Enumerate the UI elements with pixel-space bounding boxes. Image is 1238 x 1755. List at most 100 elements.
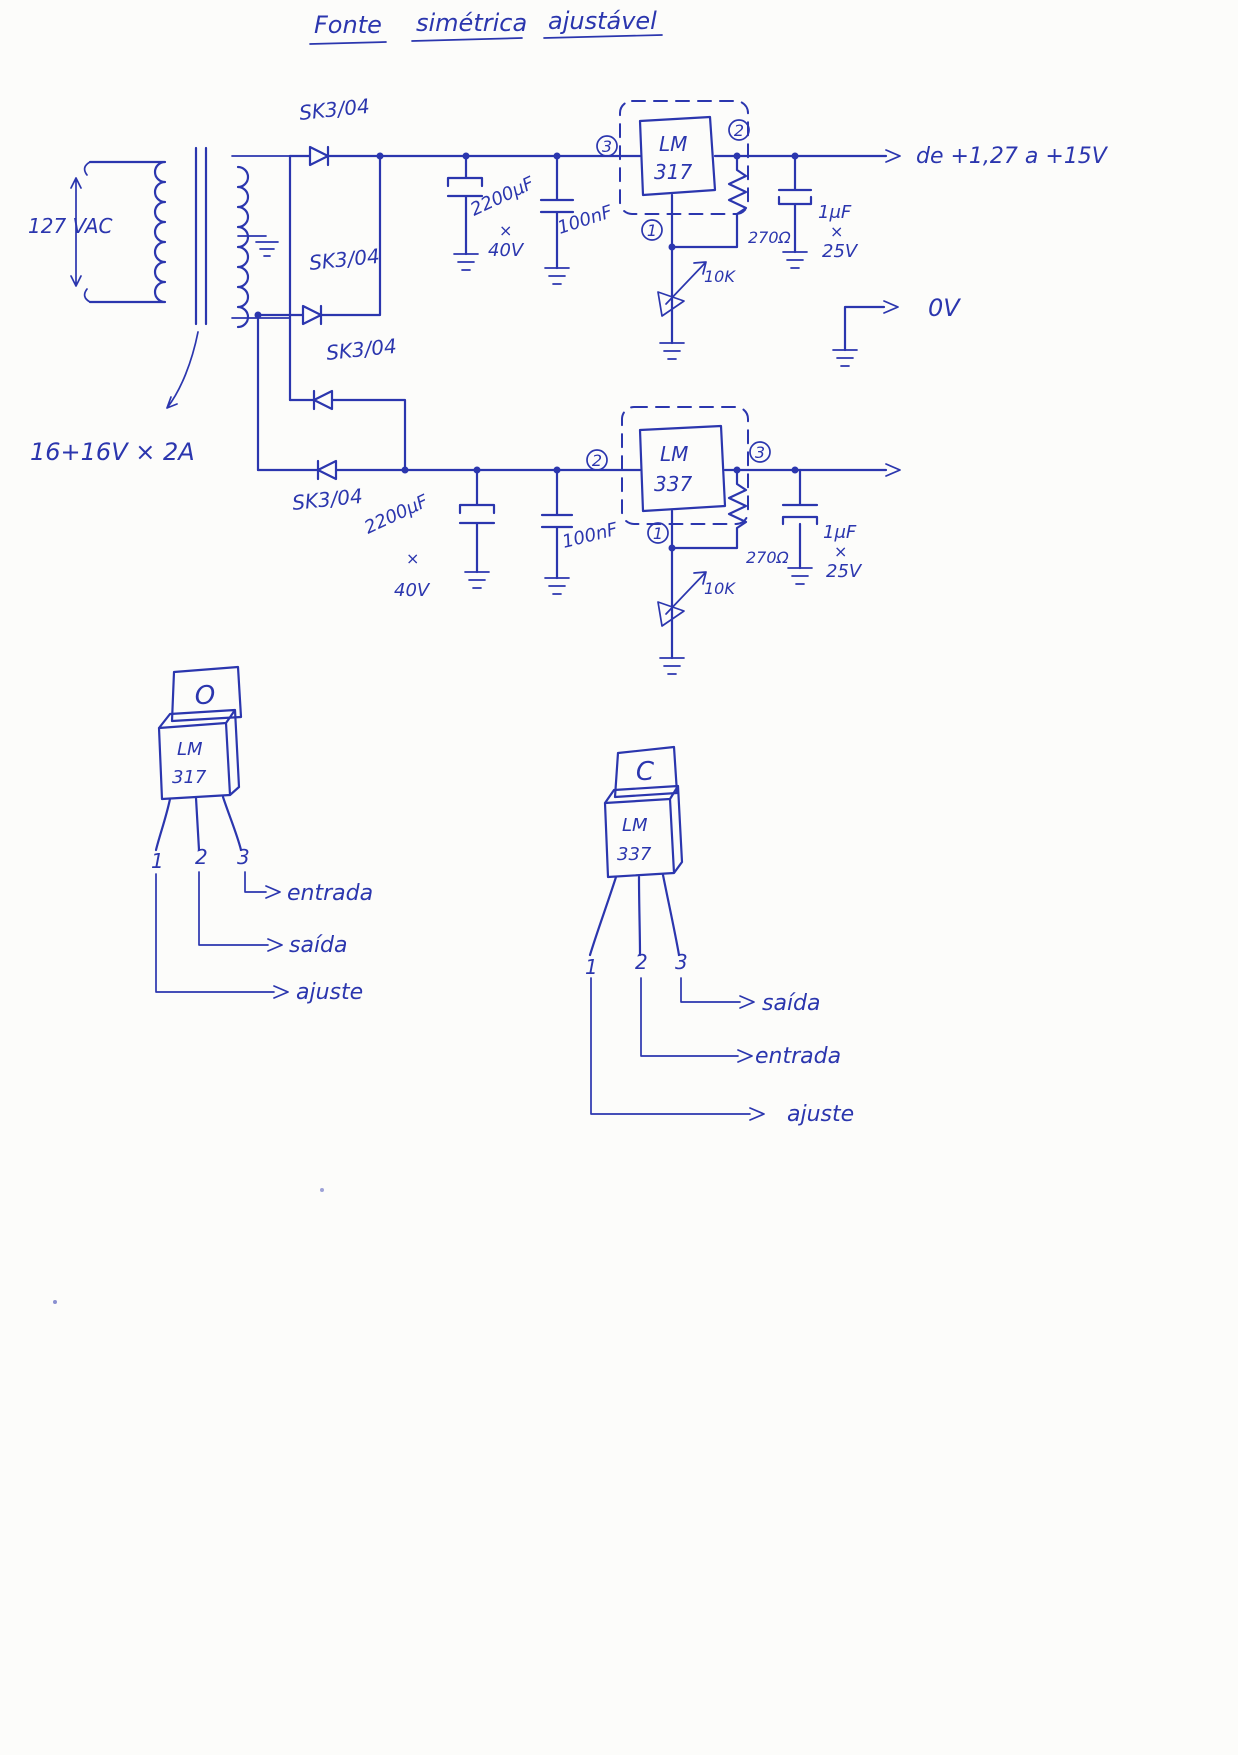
lm317-body-line1: LM (177, 739, 203, 760)
regulator-dashed-outline (619, 100, 749, 215)
title-word-1: Fonte (314, 11, 382, 39)
title-underline (309, 34, 663, 45)
electrolytic-capacitor-icon (458, 468, 496, 574)
electrolytic-capacitor-icon (446, 154, 484, 256)
neg-filter-cap-times: × (406, 549, 419, 568)
neg-pin-adj: 1 (653, 524, 663, 543)
junction-dots (254, 152, 799, 552)
neg-pin-out: 3 (755, 443, 765, 462)
lm337-body-line1: LM (622, 815, 648, 836)
neg-regulator-lm337: LM 337 2 3 1 (586, 406, 888, 550)
zero-volt-label: 0V (928, 294, 961, 322)
zero-volt-wire (843, 305, 886, 352)
ground-icon (544, 577, 570, 595)
neg-bypass-capacitor: 100nF (540, 468, 620, 595)
electrolytic-capacitor-icon (781, 468, 819, 570)
secondary-pointer-arrow-icon (166, 331, 199, 409)
output-arrow-icon (885, 149, 901, 163)
pin2-pointer-arrow-icon (640, 977, 753, 1063)
diode-icon-d4 (256, 459, 407, 481)
pos-pin-out-circle (728, 119, 750, 141)
neg-reg-name-line2: 337 (654, 472, 692, 496)
neg-potentiometer: 10K (657, 546, 736, 675)
transformer-secondary-coil (236, 165, 250, 329)
pos-filter-cap-volt: 40V (488, 240, 525, 261)
primary-voltage-label: 127 VAC (28, 214, 113, 238)
pos-potentiometer: 10K (657, 245, 736, 360)
potentiometer-icon (657, 261, 707, 317)
pos-out-cap-times: × (830, 222, 843, 241)
pos-bypass-capacitor: 100nF (539, 154, 616, 285)
pos-filter-capacitor: 2200μF × 40V (446, 154, 538, 271)
neg-filter-capacitor: 2200μF × 40V (361, 468, 496, 601)
package-tab (613, 745, 679, 799)
pos-output-capacitor: 1μF × 25V (777, 154, 859, 269)
pos-pin-out: 2 (734, 121, 744, 140)
package-body (157, 708, 241, 801)
transformer-primary-coil (88, 160, 167, 304)
pos-filter-cap-value: 2200μF (467, 173, 538, 221)
lm337-pin2-number: 2 (635, 950, 648, 974)
pos-pin-adj: 1 (647, 221, 657, 240)
positive-rail: 2200μF × 40V 100nF LM 317 3 2 1 270Ω (378, 100, 1109, 367)
pos-out-cap-volt: 25V (822, 241, 859, 262)
diode-icon-d3 (288, 389, 407, 472)
pos-pin-in-circle (596, 135, 618, 157)
neg-bypass-cap-value: 100nF (560, 519, 620, 553)
electrolytic-capacitor-icon (777, 154, 813, 254)
pos-bypass-cap-value: 100nF (555, 201, 615, 239)
ground-icon (782, 251, 808, 269)
transformer: 127 VAC 16+16V × 2A (28, 146, 291, 466)
regulator-wires (670, 468, 888, 550)
secondary-outline (231, 155, 291, 319)
resistor-icon (670, 468, 748, 550)
pin1-pointer-arrow-icon (590, 977, 765, 1121)
regulator-body (638, 115, 717, 197)
ground-icon (659, 342, 685, 360)
neg-out-cap-times: × (834, 542, 847, 561)
lm337-pin1-number: 1 (585, 955, 598, 979)
lm317-pin1-function: ajuste (296, 980, 363, 1005)
pin3-pointer-arrow-icon (680, 977, 755, 1009)
pos-reg-name-line1: LM (659, 132, 687, 156)
primary-terminal-hooks (83, 161, 91, 303)
output-arrow-icon (885, 463, 901, 477)
lm337-pin3-function: saída (762, 991, 821, 1016)
package-legs (154, 795, 243, 852)
neg-output-capacitor: 1μF × 25V (781, 468, 863, 585)
diode-label-d1: SK3/04 (298, 94, 371, 125)
pin1-pointer-arrow-icon (155, 873, 289, 999)
lm317-pinout-drawing: O LM 317 1 2 3 entrada saída ajuste (151, 665, 373, 1005)
pos-pin-adj-circle (641, 219, 663, 241)
diode-icon-d1 (288, 145, 382, 167)
ground-icon (832, 349, 858, 367)
lm337-body-line2: 337 (617, 844, 652, 865)
schematic-title: Fonte simétrica ajustável (309, 7, 663, 45)
neg-resistor-value: 270Ω (746, 548, 790, 567)
neg-out-cap-value: 1μF (823, 522, 857, 543)
neg-reg-name-line1: LM (660, 442, 688, 466)
secondary-rating-label: 16+16V × 2A (30, 438, 195, 466)
diode-label-d2: SK3/04 (308, 244, 381, 275)
ground-icon (544, 267, 570, 285)
lm317-body-line2: 317 (172, 767, 207, 788)
neg-pin-out-circle (749, 441, 771, 463)
pos-resistor-value: 270Ω (748, 228, 792, 247)
pos-filter-cap-times: × (499, 221, 512, 240)
ground-icon (464, 571, 490, 589)
capacitor-icon (540, 468, 574, 580)
pos-regulator-lm317: LM 317 3 2 1 (596, 100, 888, 249)
neg-filter-cap-volt: 40V (394, 580, 431, 601)
potentiometer-icon (657, 571, 707, 627)
diode-icon-d2 (256, 154, 382, 326)
lm317-pin3-function: entrada (287, 881, 373, 906)
package-hole-icon: C (636, 757, 655, 787)
pin2-pointer-arrow-icon (198, 871, 283, 952)
lm337-pinout-drawing: C LM 337 1 2 3 saída entrada ajuste (585, 745, 854, 1127)
pos-out-cap-value: 1μF (818, 202, 852, 223)
lm337-pin1-function: ajuste (787, 1102, 854, 1127)
neg-pin-in: 2 (592, 451, 602, 470)
neg-pot-value: 10K (704, 579, 736, 598)
package-legs (588, 873, 681, 957)
